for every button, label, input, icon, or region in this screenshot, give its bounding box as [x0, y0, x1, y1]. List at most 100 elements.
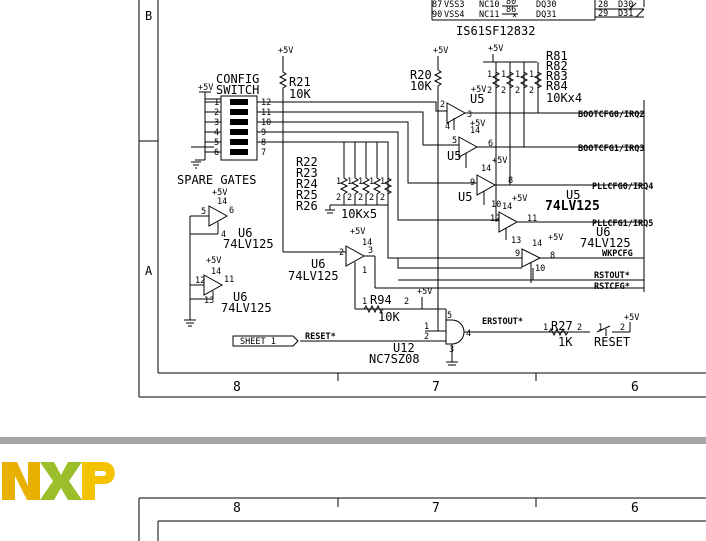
u6-part-spare-b: 74LV125	[221, 301, 272, 315]
svg-text:4: 4	[445, 122, 450, 132]
reset-switch-contact	[596, 325, 611, 333]
svg-text:5: 5	[447, 311, 452, 321]
dip-toggle	[230, 129, 248, 135]
svg-text:+5V: +5V	[417, 287, 432, 297]
dip-pin-right: 9	[261, 128, 266, 138]
dip-pin-right: 10	[261, 118, 271, 128]
r81-ref: R81	[546, 49, 568, 63]
pin-number-80: 80	[506, 0, 516, 7]
svg-text:3: 3	[368, 246, 373, 256]
svg-text:14: 14	[502, 202, 512, 212]
u5-gate-c	[476, 174, 497, 196]
r24-ref: R24	[296, 177, 318, 191]
u12-and-gate	[445, 319, 465, 345]
svg-text:6: 6	[229, 206, 234, 216]
pullup-resistor	[505, 71, 515, 89]
r20-ref: R20	[410, 68, 432, 82]
power-label: +5V	[198, 83, 213, 93]
pullup-pin-2: 2	[529, 86, 534, 96]
svg-text:+5V: +5V	[512, 194, 527, 204]
svg-text:+5V: +5V	[624, 313, 639, 323]
dip-toggle	[230, 119, 248, 125]
svg-text:2: 2	[404, 297, 409, 307]
pulldown-pin-1: 1	[358, 177, 363, 187]
u5-gate-b	[458, 136, 479, 158]
net-rstout: RSTOUT*	[594, 271, 630, 281]
svg-text:13: 13	[204, 296, 214, 306]
dip-pin-right: 8	[261, 138, 266, 148]
dip-pin-left: 2	[214, 108, 219, 118]
u6-buffers: 9 8 10 14 +5V U6 74LV125 2 3 1 14 +5V U6…	[288, 225, 644, 309]
pulldown-resistor	[339, 177, 349, 195]
r26-ref: R26	[296, 199, 318, 213]
dip-pin-left: 3	[214, 118, 219, 128]
dip-pin-right: 11	[261, 108, 271, 118]
dip-toggle	[230, 99, 248, 105]
r81-r84-value: 10Kx4	[546, 91, 582, 105]
pulldown-pin-2: 2	[347, 193, 352, 203]
column-number-7: 7	[432, 380, 440, 395]
pullup-pin-2: 2	[501, 86, 506, 96]
u6-ref-right: U6	[596, 225, 610, 239]
svg-text:3: 3	[467, 110, 472, 120]
svg-text:9: 9	[470, 178, 475, 188]
dip-pin-right: 12	[261, 98, 271, 108]
pullup-pin-1: 1	[501, 70, 506, 80]
dip-switch-body	[220, 95, 258, 161]
r22-r26-value: 10Kx5	[341, 207, 377, 221]
u5-ref-b: U5	[447, 149, 461, 163]
pullup-resistor	[533, 71, 543, 89]
u5-ref-d: U5	[566, 188, 580, 202]
svg-text:+5V: +5V	[350, 227, 365, 237]
svg-text:2: 2	[440, 100, 445, 110]
pulldown-pin-2: 2	[336, 193, 341, 203]
column-number-6: 6	[631, 380, 639, 395]
pullup-resistor	[519, 71, 529, 89]
svg-text:11: 11	[224, 275, 234, 285]
svg-text:14: 14	[481, 164, 491, 174]
pin-name-nc10: NC10	[479, 0, 499, 10]
pin-number-87: 87	[432, 0, 442, 10]
u5-gate-d	[498, 211, 519, 233]
r21-value: 10K	[289, 87, 311, 101]
net-pllcfg1: PLLCFG1/IRQ5	[592, 219, 653, 229]
pulldown-resistor	[372, 177, 382, 195]
svg-text:12: 12	[195, 276, 205, 286]
pulldown-pin-1: 1	[369, 177, 374, 187]
u6-part-spare-a: 74LV125	[223, 237, 274, 251]
pulldown-pin-1: 1	[347, 177, 352, 187]
page-separator	[0, 437, 706, 444]
r83-ref: R83	[546, 69, 568, 83]
top-sheet: B A 8 7 6 87 90 VSS3 VSS4 NC10 NC11 80 8…	[138, 0, 706, 398]
svg-text:1: 1	[362, 297, 367, 307]
pulldown-pin-2: 2	[369, 193, 374, 203]
pin-number-86: 86	[506, 5, 516, 15]
pullup-pin-1: 1	[529, 70, 534, 80]
svg-text:+5V: +5V	[471, 85, 486, 95]
net-d30: D30	[618, 0, 633, 10]
nxp-logo	[2, 462, 115, 500]
column-number-8-b: 8	[233, 501, 241, 516]
svg-text:14: 14	[470, 126, 480, 136]
pin-name-nc11: NC11	[479, 10, 499, 20]
r21-ref: R21	[289, 75, 311, 89]
pin-name-dq31: DQ31	[536, 10, 556, 20]
svg-text:13: 13	[511, 236, 521, 246]
u6-gate-wkpcfg	[521, 248, 542, 268]
u5-gate-a	[446, 102, 467, 124]
zone-label-a: A	[145, 264, 153, 278]
svg-text:1: 1	[362, 266, 367, 276]
svg-text:6: 6	[488, 139, 493, 149]
r25-ref: R25	[296, 188, 318, 202]
pin-name-dq30: DQ30	[536, 0, 556, 10]
dip-pin-left: 5	[214, 138, 219, 148]
pullup-pin-2: 2	[515, 86, 520, 96]
reset-circuit: R94 1 2 10K +5V 1 2 3 4 5 U12 NC7SZ08 ER…	[232, 287, 639, 366]
u6-ref-spare-b: U6	[233, 290, 247, 304]
